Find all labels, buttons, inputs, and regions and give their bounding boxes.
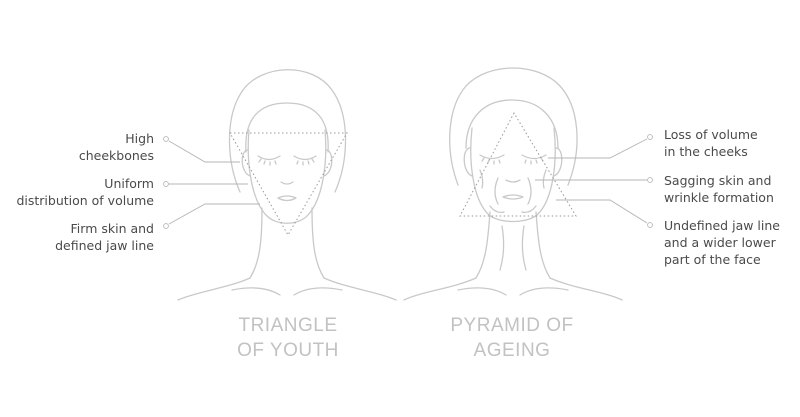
youth-neck-right: [311, 207, 325, 279]
youth-caption: TRIANGLE OF YOUTH: [237, 315, 339, 361]
ageing-left-lashes: [481, 157, 501, 165]
ageing-neck-lines: [499, 225, 527, 271]
ageing-jowls: [489, 205, 537, 214]
youth-label-cheekbones: High cheekbones: [78, 131, 154, 163]
youth-left-eye: [257, 155, 281, 161]
ageing-collarbones: [457, 287, 569, 296]
youth-left-ear: [241, 149, 251, 177]
youth-right-lashes: [296, 158, 315, 166]
ageing-right-lashes: [524, 157, 544, 165]
ageing-label-jaw: Undefined jaw line and a wider lower par…: [664, 218, 780, 267]
ageing-nasolabial-folds: [494, 177, 532, 205]
ageing-label-sagging: Sagging skin and wrinkle formation: [664, 173, 774, 205]
youth-shoulder-left: [177, 277, 251, 301]
youth-collarbones: [231, 287, 343, 296]
ageing-leader-2: [535, 177, 653, 183]
ageing-leader-3: [556, 199, 653, 228]
ageing-upright-triangle: [459, 111, 577, 217]
ageing-caption: PYRAMID OF AGEING: [450, 315, 574, 361]
ageing-left-eye: [479, 154, 505, 160]
youth-hairline: [245, 102, 329, 153]
ageing-lips: [502, 194, 524, 200]
ageing-hair: [449, 67, 578, 186]
ageing-right-ear: [553, 147, 563, 177]
ageing-leader-1: [548, 134, 653, 159]
youth-lips: [277, 195, 297, 202]
youth-hair: [228, 69, 347, 193]
ageing-label-cheeks: Loss of volume in the cheeks: [664, 127, 758, 159]
youth-leader-2: [163, 181, 248, 187]
ageing-shoulder-left: [403, 277, 477, 301]
ageing-hairline: [465, 99, 559, 149]
ageing-shoulder-right: [549, 277, 623, 301]
youth-face: [177, 69, 397, 301]
youth-neck-left: [249, 207, 263, 279]
ageing-neck-left: [475, 211, 491, 279]
ageing-cheek-lines: [479, 169, 547, 189]
youth-leader-1: [163, 136, 240, 163]
youth-face-outline: [247, 129, 327, 224]
youth-right-eye: [293, 155, 317, 161]
ageing-face: [403, 67, 623, 301]
youth-label-jaw: Firm skin and defined jaw line: [55, 221, 154, 253]
youth-right-ear: [323, 149, 333, 177]
youth-shoulder-right: [323, 277, 397, 301]
youth-nose: [280, 181, 294, 185]
youth-left-lashes: [258, 158, 277, 166]
ageing-left-ear: [463, 147, 473, 177]
ageing-nose: [505, 179, 521, 183]
youth-leader-3: [163, 203, 260, 229]
youth-label-volume: Uniform distribution of volume: [16, 176, 154, 208]
ageing-face-outline: [470, 127, 556, 223]
ageing-right-eye: [521, 154, 547, 160]
ageing-neck-right: [535, 211, 551, 279]
